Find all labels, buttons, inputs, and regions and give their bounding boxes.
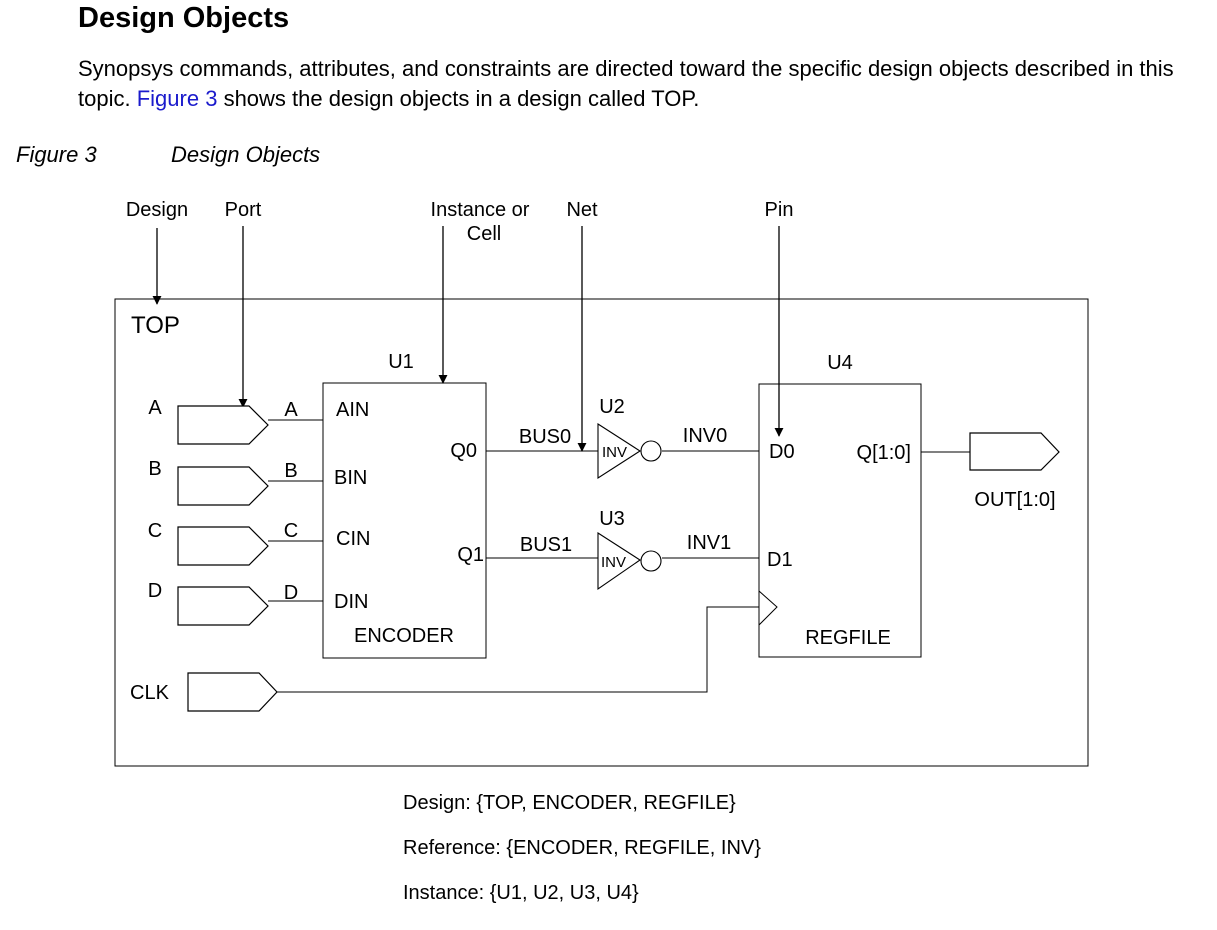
port-d-label: D <box>148 580 162 602</box>
callout-pin-label: Pin <box>765 199 794 221</box>
net-bus1-label: BUS1 <box>520 534 572 556</box>
intro-text-after: shows the design objects in a design cal… <box>223 86 700 111</box>
port-c-label: C <box>148 520 162 542</box>
inverter-u3-body <box>597 531 641 591</box>
net-b-label: B <box>284 460 297 482</box>
encoder-pin-bin: BIN <box>334 467 367 489</box>
top-design-label: TOP <box>131 312 180 339</box>
regfile-pin-q: Q[1:0] <box>857 442 911 464</box>
port-b-shape <box>177 466 269 506</box>
inverter-u2-label: INV <box>602 444 627 461</box>
figure-3-link[interactable]: Figure 3 <box>136 86 218 111</box>
figure-number: Figure 3 <box>16 142 97 167</box>
inverter-u2-bubble <box>640 440 662 462</box>
intro-text-before: Synopsys commands, attributes, and const… <box>78 56 1174 111</box>
net-c-label: C <box>284 520 298 542</box>
port-clk-label: CLK <box>130 682 170 704</box>
encoder-box <box>322 382 487 659</box>
encoder-pin-q1: Q1 <box>457 544 484 566</box>
figure-title: Design Objects <box>171 142 321 167</box>
encoder-pin-cin: CIN <box>336 528 370 550</box>
regfile-pin-d1: D1 <box>767 549 793 571</box>
inverter-u3-instance: U3 <box>599 508 625 530</box>
callout-cell-label: Cell <box>467 223 501 245</box>
net-a-label: A <box>284 399 298 421</box>
regfile-instance-label: U4 <box>827 352 853 374</box>
port-out-shape <box>969 432 1060 471</box>
encoder-pin-q0: Q0 <box>450 440 477 462</box>
intro-paragraph: Synopsys commands, attributes, and const… <box>78 54 1178 114</box>
top-design-box <box>114 298 1089 767</box>
regfile-name-label: REGFILE <box>805 627 891 649</box>
callout-port-label: Port <box>225 199 262 221</box>
net-clk-wire <box>277 606 759 693</box>
port-clk-shape <box>187 672 278 712</box>
net-inv0-label: INV0 <box>683 425 727 447</box>
port-c-shape <box>177 526 269 566</box>
regfile-box <box>758 383 922 658</box>
regfile-pin-d0: D0 <box>769 441 795 463</box>
port-a-shape <box>177 405 269 445</box>
encoder-name-label: ENCODER <box>354 625 454 647</box>
net-bus0-label: BUS0 <box>519 426 571 448</box>
section-heading: Design Objects <box>78 2 290 34</box>
port-out-label: OUT[1:0] <box>974 489 1055 511</box>
regfile-clock-pin-symbol <box>758 590 778 626</box>
net-inv1-label: INV1 <box>687 532 731 554</box>
summary-reference: Reference: {ENCODER, REGFILE, INV} <box>403 837 761 859</box>
summary-design: Design: {TOP, ENCODER, REGFILE} <box>403 792 736 814</box>
callout-instance-label: Instance or <box>431 199 530 221</box>
encoder-pin-ain: AIN <box>336 399 369 421</box>
net-d-label: D <box>284 582 298 604</box>
port-d-shape <box>177 586 269 626</box>
summary-instance: Instance: {U1, U2, U3, U4} <box>403 882 639 904</box>
inverter-u3-label: INV <box>601 554 626 571</box>
inverter-u2-instance: U2 <box>599 396 625 418</box>
encoder-pin-din: DIN <box>334 591 368 613</box>
port-a-label: A <box>148 397 162 419</box>
encoder-instance-label: U1 <box>388 351 414 373</box>
callout-net-label: Net <box>566 199 598 221</box>
callout-design-label: Design <box>126 199 188 221</box>
inverter-u2-body <box>597 422 642 480</box>
inverter-u3-bubble <box>640 550 662 572</box>
port-b-label: B <box>148 458 161 480</box>
